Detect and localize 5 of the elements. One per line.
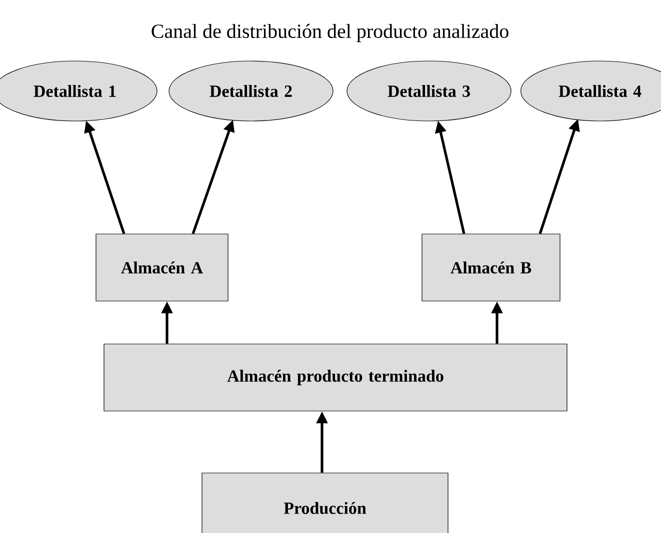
- diagram-title: Canal de distribución del producto analizado: [152, 24, 508, 42]
- warehouse-box: Almacén A: [96, 234, 228, 302]
- warehouse-box: Almacén B: [422, 234, 560, 302]
- warehouse-box: Almacén producto terminado: [104, 344, 568, 412]
- warehouse-box: Producción: [202, 472, 448, 533]
